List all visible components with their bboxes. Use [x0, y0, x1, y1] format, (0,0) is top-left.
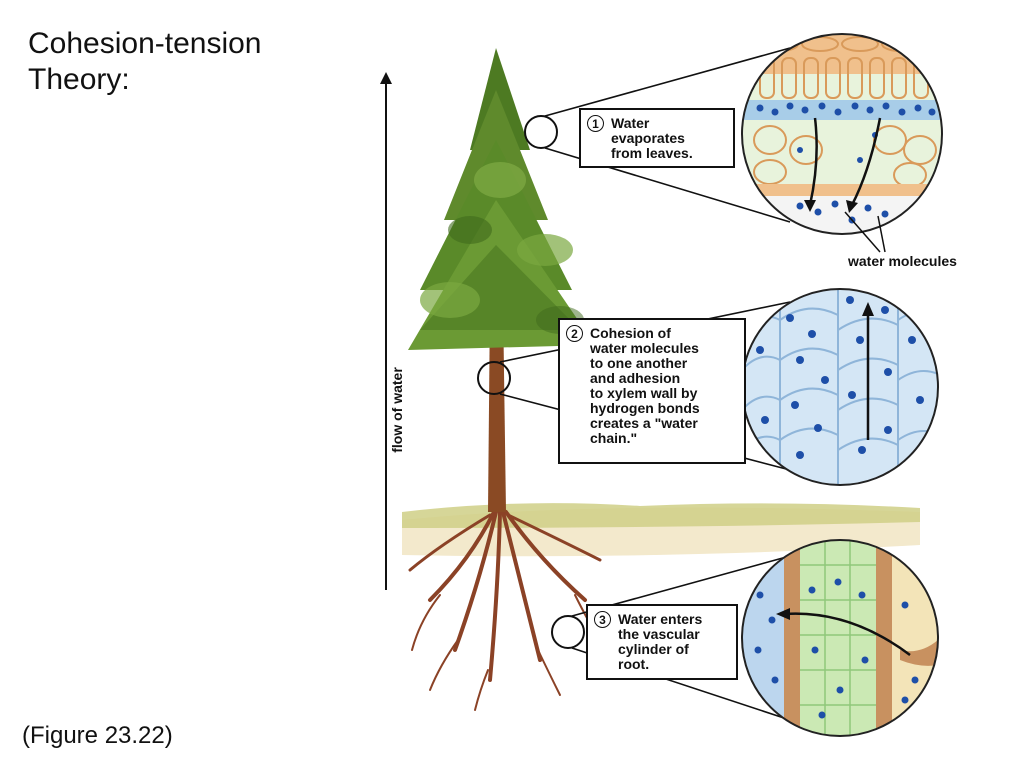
root-inset [741, 539, 939, 737]
molecule-pointers [844, 211, 886, 253]
leaf-inset [741, 33, 943, 235]
grass-layer [402, 503, 920, 528]
slide-title: Cohesion-tension Theory: [28, 26, 261, 98]
water-molecules-label: water molecules [848, 253, 957, 269]
title-line-2: Theory: [28, 63, 130, 96]
tree-foliage [408, 48, 595, 350]
root-zoom-ring [551, 615, 585, 649]
figure-caption: (Figure 23.22) [22, 722, 173, 749]
callout-2-text: Cohesion of water molecules to one anoth… [590, 325, 700, 446]
leaf-zoom-ring [524, 115, 558, 149]
callout-3: 3 Water enters the vascular cylinder of … [586, 604, 738, 680]
flow-of-water-label: flow of water [389, 367, 405, 453]
xylem-inset [741, 288, 939, 486]
callout-2: 2 Cohesion of water molecules to one ano… [558, 318, 746, 464]
callout-3-text: Water enters the vascular cylinder of ro… [618, 611, 703, 672]
trunk-zoom-ring [477, 361, 511, 395]
roots [408, 510, 602, 711]
callout-3-number: 3 [594, 611, 611, 628]
title-line-1: Cohesion-tension [28, 27, 262, 60]
callout-1-text: Water evaporates from leaves. [611, 115, 693, 161]
callout-2-number: 2 [566, 325, 583, 342]
callout-1: 1 Water evaporates from leaves. [579, 108, 735, 168]
callout-1-number: 1 [587, 115, 604, 132]
